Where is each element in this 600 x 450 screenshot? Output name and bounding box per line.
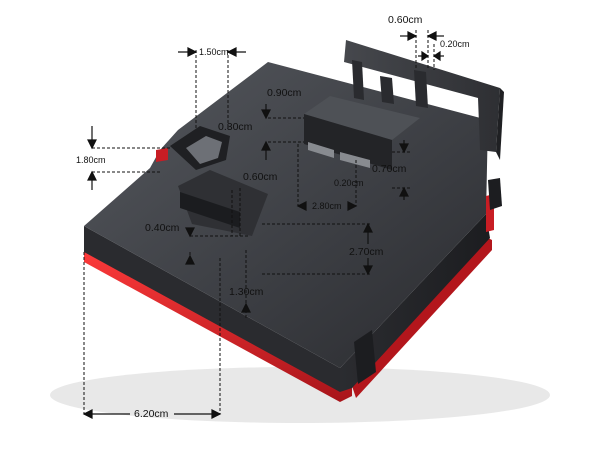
floor-shadow bbox=[50, 367, 550, 423]
dim-label-0-30: 0.30cm bbox=[218, 121, 253, 133]
connector-pin-slot-2 bbox=[340, 152, 370, 168]
red-tab-left bbox=[156, 148, 168, 162]
dim-label-2-80: 2.80cm bbox=[312, 201, 342, 211]
center-step bbox=[178, 170, 268, 236]
dim-label-2-70: 2.70cm bbox=[349, 246, 384, 258]
dim-label-0-20-top: 0.20cm bbox=[440, 39, 470, 49]
red-base-right bbox=[352, 238, 492, 398]
dim-label-0-90: 0.90cm bbox=[267, 87, 302, 99]
body-top-surface bbox=[84, 62, 488, 368]
back-wall bbox=[344, 40, 500, 152]
latch-right-lower bbox=[354, 330, 376, 384]
dim-label-1-80: 1.80cm bbox=[76, 155, 106, 165]
dim-label-1-30: 1.30cm bbox=[229, 286, 264, 298]
wall-rib-1 bbox=[352, 60, 364, 100]
dimension-lines bbox=[83, 30, 435, 414]
dim-label-0-20-mid: 0.20cm bbox=[334, 178, 364, 188]
back-wall-side bbox=[496, 88, 504, 160]
wall-rib-3 bbox=[414, 70, 428, 108]
wall-rib-2 bbox=[380, 76, 394, 104]
dim-label-0-70: 0.70cm bbox=[372, 163, 407, 175]
connector-pin-slot-1 bbox=[308, 142, 334, 158]
dim-label-6-20: 6.20cm bbox=[134, 408, 169, 420]
center-step-slot bbox=[180, 192, 240, 228]
dim-label-0-60-mid: 0.60cm bbox=[243, 171, 278, 183]
dim-label-0-60-top: 0.60cm bbox=[388, 14, 423, 26]
recess-notch-inner bbox=[186, 136, 222, 164]
body-front-face bbox=[84, 226, 340, 392]
connector-front bbox=[304, 114, 392, 170]
dim-label-1-50: 1.50cm bbox=[199, 47, 229, 57]
dimension-arrows bbox=[82, 31, 444, 419]
dim-label-0-40: 0.40cm bbox=[145, 222, 180, 234]
body-right-face bbox=[340, 214, 490, 392]
connector-top bbox=[304, 96, 420, 140]
latch-right-upper bbox=[488, 178, 502, 210]
